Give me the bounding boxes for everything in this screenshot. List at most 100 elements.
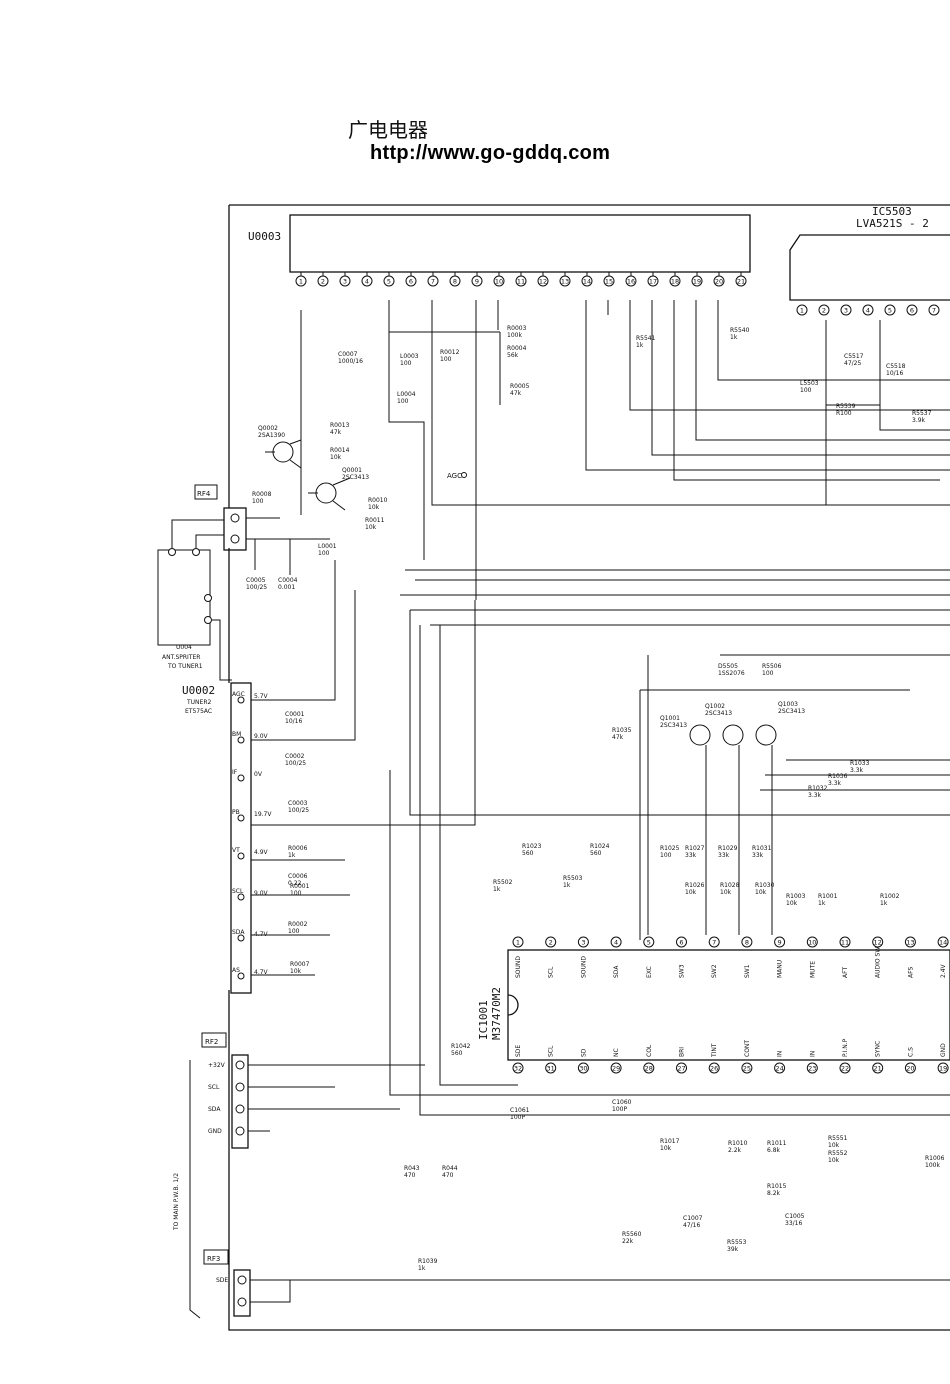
ic1001-bottom-pin xyxy=(545,1062,557,1074)
u0003-pin-number: 8 xyxy=(453,278,457,286)
u0003-pin xyxy=(515,275,527,287)
ic5503-traces xyxy=(825,320,950,505)
u0003-pin-number: 14 xyxy=(583,278,591,286)
component-value: 10k xyxy=(290,968,302,975)
component-ref: R1025 xyxy=(660,845,680,852)
ic1001-pin-number: 1 xyxy=(516,939,520,947)
q1002-transistor xyxy=(722,724,744,746)
u0003-pin-number: 21 xyxy=(737,278,745,286)
component-value: 560 xyxy=(590,850,602,857)
u0002-pin xyxy=(237,893,245,901)
u0002-pin-name: SDA xyxy=(232,929,245,936)
component-labels: C00071000/16L0003100R0012100R0003100kR00… xyxy=(246,325,945,1272)
component-value: 100 xyxy=(288,928,300,935)
rf2-connector xyxy=(231,1054,249,1149)
ic1001-pin-name: SYNC xyxy=(875,1041,882,1057)
component-value: 100 xyxy=(318,550,330,557)
ic1001-pin-number: 7 xyxy=(712,939,716,947)
component-value: 100P xyxy=(612,1106,627,1113)
agc-terminal xyxy=(461,472,467,478)
component-ref: R5503 xyxy=(563,875,583,882)
ic1001-pin-name: EXC xyxy=(646,966,653,978)
component-value: 100 xyxy=(660,852,672,859)
ic1001-pin-number: 14 xyxy=(939,939,947,947)
rf2-label: RF2 xyxy=(205,1038,218,1046)
q1003-transistor xyxy=(755,724,777,746)
ic1001-pin-number: 11 xyxy=(841,939,849,947)
u0003-pin xyxy=(669,275,681,287)
u0002-pin-volt: 4.7V xyxy=(254,969,269,976)
u0003-pin-number: 9 xyxy=(475,278,479,286)
component-ref: L5503 xyxy=(800,380,819,387)
u0003-pin-number: 2 xyxy=(321,278,325,286)
component-value: 47/25 xyxy=(844,360,861,367)
u0003-pin-number: 16 xyxy=(627,278,635,286)
ic1001-pin-name: AFT xyxy=(842,967,849,978)
u0003-pin-number: 4 xyxy=(365,278,369,286)
component-value: 3.3k xyxy=(808,792,822,799)
agc-traces xyxy=(389,331,501,405)
rf3-pin-1 xyxy=(237,1275,247,1285)
component-ref: R1036 xyxy=(828,773,848,780)
ic1001-top-pin xyxy=(806,936,818,948)
ic1001-pin-name: AUDIO SW xyxy=(875,947,882,978)
header-url: http://www.go-gddq.com xyxy=(370,142,611,164)
component-value: 10k xyxy=(365,524,377,531)
component-ref: C1060 xyxy=(612,1099,632,1106)
ic1001-top-pin xyxy=(839,936,851,948)
ic1001-top-pin xyxy=(937,936,949,948)
ic1001-top-pin xyxy=(512,936,524,948)
component-value: 10k xyxy=(828,1157,840,1164)
component-ref: L0004 xyxy=(397,391,416,398)
component-value: 10/16 xyxy=(285,718,302,725)
component-ref: R0013 xyxy=(330,422,350,429)
rf2-traces xyxy=(248,1064,425,1132)
component-ref: D5505 xyxy=(718,663,738,670)
component-value: 47/16 xyxy=(683,1222,700,1229)
ic1001-pin-number: 28 xyxy=(645,1065,653,1073)
u0003-pin-number: 7 xyxy=(431,278,435,286)
component-value: 3.3k xyxy=(828,780,842,787)
component-ref: R5560 xyxy=(622,1231,642,1238)
u0004-box xyxy=(157,549,211,646)
component-value: 33k xyxy=(752,852,764,859)
component-ref: R0001 xyxy=(290,883,310,890)
ic1001-pin-number: 20 xyxy=(906,1065,914,1073)
agc-label: AGC xyxy=(447,472,462,480)
ic1001-pin-number: 2 xyxy=(549,939,553,947)
u0003-box xyxy=(289,214,751,273)
ic1001-top-pin xyxy=(774,936,786,948)
component-value: 1k xyxy=(880,900,888,907)
u0002-pin-volt: 5.7V xyxy=(254,693,269,700)
ic1001-bottom-pin xyxy=(741,1062,753,1074)
component-value: 1k xyxy=(730,334,738,341)
component-value: 100 xyxy=(290,890,302,897)
ic1001-pin-name: 2.4V xyxy=(940,963,947,978)
rf2-pin xyxy=(235,1082,245,1092)
component-ref: R0008 xyxy=(252,491,272,498)
u0003-pin xyxy=(383,275,395,287)
ic1001-pin-number: 3 xyxy=(581,939,585,947)
component-ref: R0004 xyxy=(507,345,527,352)
component-value: 1k xyxy=(818,900,826,907)
component-ref: R0006 xyxy=(288,845,308,852)
ic1001-bottom-pin xyxy=(806,1062,818,1074)
component-ref: R1031 xyxy=(752,845,772,852)
u0004-terminal xyxy=(192,548,200,556)
ic1001-top-pin xyxy=(676,936,687,948)
ic1001-pin-number: 22 xyxy=(841,1065,849,1073)
component-ref: R5506 xyxy=(762,663,782,670)
u0003-pin-number: 18 xyxy=(671,278,679,286)
ic1001-top-pin xyxy=(610,936,622,948)
component-value: 100k xyxy=(507,332,522,339)
component-ref: R1015 xyxy=(767,1183,787,1190)
component-value: 33/16 xyxy=(785,1220,802,1227)
header-title-cn: 广电电器 xyxy=(348,118,428,142)
ic1001-bottom-pin xyxy=(839,1062,851,1074)
component-ref: C1005 xyxy=(785,1213,805,1220)
ic1001-bottom-pin xyxy=(512,1062,524,1074)
u0002-pin-name: BM xyxy=(232,731,241,738)
u0002-pin-name: AGC xyxy=(232,691,245,698)
component-ref: C0002 xyxy=(285,753,305,760)
